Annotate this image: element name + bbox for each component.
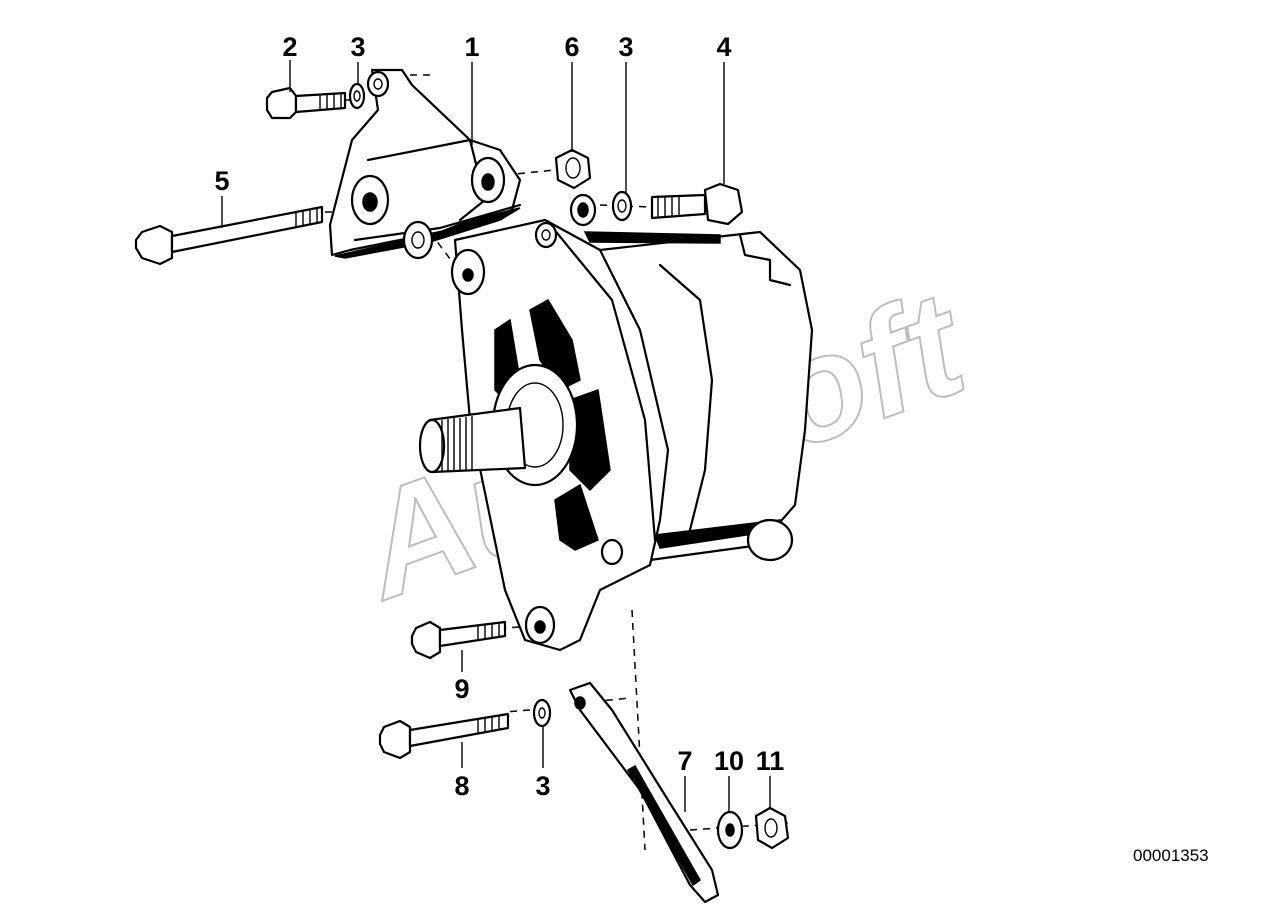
callouts: 2 3 1 6 3 4 5 9 8 3 7 10 11	[214, 32, 784, 801]
callout-5: 5	[214, 166, 229, 196]
callout-8: 8	[454, 771, 469, 801]
callout-3-bottom: 3	[535, 771, 550, 801]
lock-washer-3-bottom	[532, 698, 552, 728]
bolt-4	[650, 182, 744, 226]
lock-washer-3-top	[348, 82, 366, 110]
bolt-9	[410, 620, 507, 660]
callout-9: 9	[454, 674, 469, 704]
callout-7: 7	[677, 746, 692, 776]
callout-3-top: 3	[350, 32, 365, 62]
nut-11	[754, 806, 790, 850]
callout-2: 2	[282, 32, 297, 62]
callout-4: 4	[716, 32, 731, 62]
callout-3-right: 3	[618, 32, 633, 62]
washer-plain-top	[569, 193, 597, 227]
callout-10: 10	[714, 746, 744, 776]
reference-number: 00001353	[1133, 846, 1209, 865]
bolt-8	[378, 712, 510, 760]
callout-6: 6	[564, 32, 579, 62]
lock-washer-3-right	[611, 190, 633, 222]
washer-10	[716, 810, 744, 850]
callout-11: 11	[756, 746, 785, 776]
leader-lines	[221, 60, 771, 812]
bolt-2	[265, 86, 347, 120]
callout-1: 1	[464, 32, 479, 62]
bolt-5	[134, 205, 324, 266]
mounting-bracket	[328, 68, 522, 260]
nut-6	[554, 148, 592, 190]
adjusting-strap	[568, 681, 720, 904]
alternator	[418, 218, 814, 652]
